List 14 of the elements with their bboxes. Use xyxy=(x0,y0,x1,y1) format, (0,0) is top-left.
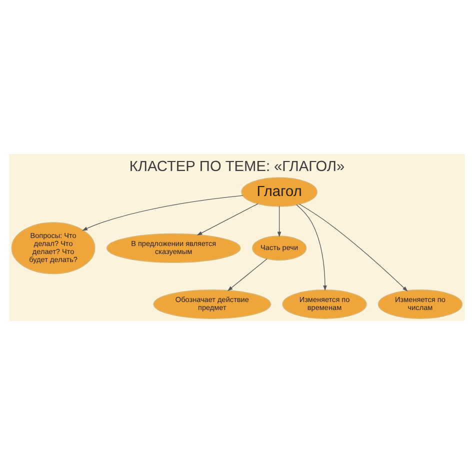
node-ellipse: Часть речи xyxy=(252,235,307,260)
arrow xyxy=(196,202,258,235)
node-ellipse: Изменяется по числам xyxy=(378,289,463,318)
node-ellipse: В предложении является сказуемым xyxy=(106,232,241,262)
node-ellipse: Изменяется по временам xyxy=(282,289,367,318)
node-ellipse: Обозначает действие предмет xyxy=(153,289,272,318)
arrow xyxy=(277,205,282,237)
arrow xyxy=(227,258,268,291)
node-ellipse: Вопросы: Что делал? Что делает? Что будет делать? xyxy=(11,222,96,274)
diagram-title: КЛАСТЕР ПО ТЕМЕ: «ГЛАГОЛ» xyxy=(129,158,345,175)
arrow xyxy=(299,203,408,291)
arrow xyxy=(82,194,244,230)
node-ellipse: Глагол xyxy=(241,176,318,206)
arrow xyxy=(296,204,327,290)
